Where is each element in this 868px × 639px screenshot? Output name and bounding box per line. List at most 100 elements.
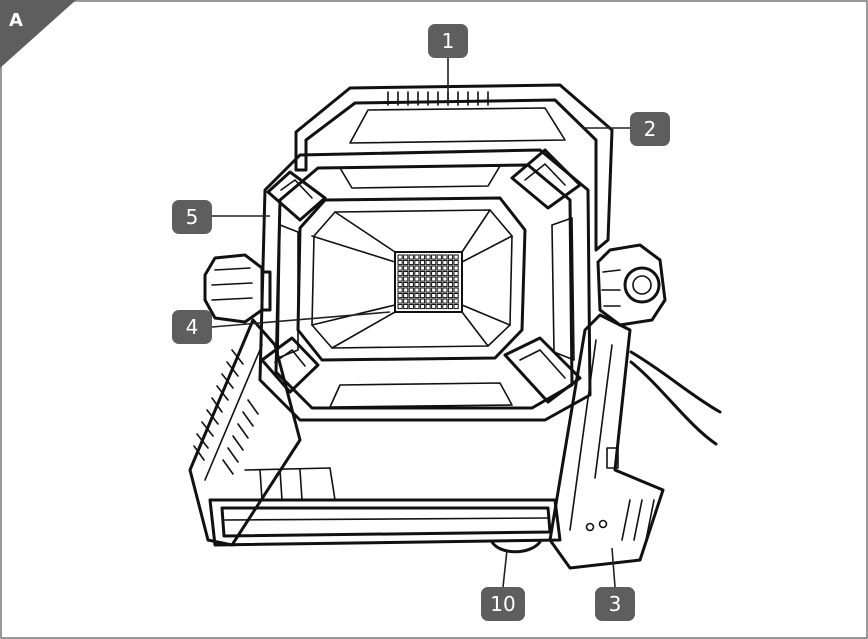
led-cell	[397, 260, 403, 266]
led-cell	[419, 282, 426, 288]
led-cell	[442, 276, 448, 282]
led-cell	[447, 260, 454, 266]
led-cell	[447, 287, 454, 293]
led-cell	[397, 265, 403, 271]
led-cell	[419, 287, 426, 293]
led-cell	[414, 293, 420, 299]
led-cell	[425, 254, 431, 260]
led-cell	[425, 271, 431, 277]
callout-1: 1	[428, 24, 468, 58]
callout-4: 4	[172, 310, 212, 344]
led-cell	[453, 293, 459, 299]
led-cell	[414, 254, 420, 260]
led-cell	[397, 287, 403, 293]
led-cell	[447, 293, 454, 299]
led-grid	[397, 254, 459, 310]
right-knob	[596, 243, 667, 327]
power-cable	[629, 350, 722, 414]
led-cell	[453, 304, 459, 310]
led-cell	[397, 282, 403, 288]
led-cell	[414, 260, 420, 266]
led-cell	[436, 298, 442, 304]
led-cell	[447, 298, 454, 304]
led-cell	[425, 260, 431, 266]
led-cell	[442, 254, 448, 260]
led-cell	[431, 293, 437, 299]
led-cell	[397, 293, 403, 299]
led-cell	[414, 298, 420, 304]
led-cell	[436, 287, 442, 293]
led-cell	[453, 282, 459, 288]
led-cell	[403, 282, 409, 288]
led-cell	[431, 265, 437, 271]
led-cell	[431, 260, 437, 266]
led-cell	[408, 282, 414, 288]
led-cell	[442, 265, 448, 271]
led-cell	[408, 293, 414, 299]
led-cell	[447, 265, 454, 271]
leader-lines	[211, 58, 634, 588]
led-cell	[408, 276, 414, 282]
led-cell	[431, 254, 437, 260]
led-cell	[403, 254, 409, 260]
led-cell	[436, 271, 442, 277]
callout-3: 3	[595, 587, 635, 621]
led-cell	[442, 260, 448, 266]
led-cell	[442, 304, 448, 310]
led-cell	[442, 293, 448, 299]
led-cell	[408, 265, 414, 271]
led-cell	[397, 271, 403, 277]
led-cell	[414, 304, 420, 310]
led-cell	[403, 271, 409, 277]
led-cell	[419, 276, 426, 282]
led-cell	[425, 298, 431, 304]
callout-3-label: 3	[609, 592, 622, 616]
led-cell	[453, 276, 459, 282]
rear-handle	[294, 83, 614, 252]
led-cell	[397, 304, 403, 310]
led-cell	[419, 271, 426, 277]
led-cell	[436, 260, 442, 266]
led-cell	[403, 293, 409, 299]
led-cell	[425, 287, 431, 293]
led-cell	[419, 304, 426, 310]
led-cell	[408, 260, 414, 266]
led-cell	[408, 254, 414, 260]
callout-5-label: 5	[186, 205, 199, 229]
callout-1-label: 1	[442, 29, 455, 53]
led-cell	[419, 260, 426, 266]
led-cell	[453, 260, 459, 266]
work-light-drawing	[188, 83, 722, 570]
led-cell	[436, 276, 442, 282]
led-cell	[447, 304, 454, 310]
led-cell	[431, 298, 437, 304]
led-cell	[442, 298, 448, 304]
led-cell	[453, 271, 459, 277]
led-cell	[436, 293, 442, 299]
led-cell	[425, 265, 431, 271]
callout-4-label: 4	[186, 315, 199, 339]
led-cell	[453, 265, 459, 271]
led-cell	[425, 282, 431, 288]
led-cell	[408, 304, 414, 310]
led-cell	[408, 271, 414, 277]
led-cell	[453, 298, 459, 304]
led-cell	[436, 304, 442, 310]
left-stand-leg	[188, 318, 302, 547]
led-cell	[447, 282, 454, 288]
led-cell	[419, 298, 426, 304]
led-cell	[419, 293, 426, 299]
callout-10-label: 10	[490, 592, 515, 616]
base-bar	[208, 467, 562, 554]
led-cell	[447, 276, 454, 282]
lamp-lens	[296, 196, 527, 362]
led-cell	[436, 265, 442, 271]
led-cell	[447, 254, 454, 260]
led-cell	[436, 282, 442, 288]
led-cell	[397, 254, 403, 260]
lamp-housing	[258, 148, 592, 422]
led-cell	[414, 282, 420, 288]
callout-2-label: 2	[644, 117, 657, 141]
